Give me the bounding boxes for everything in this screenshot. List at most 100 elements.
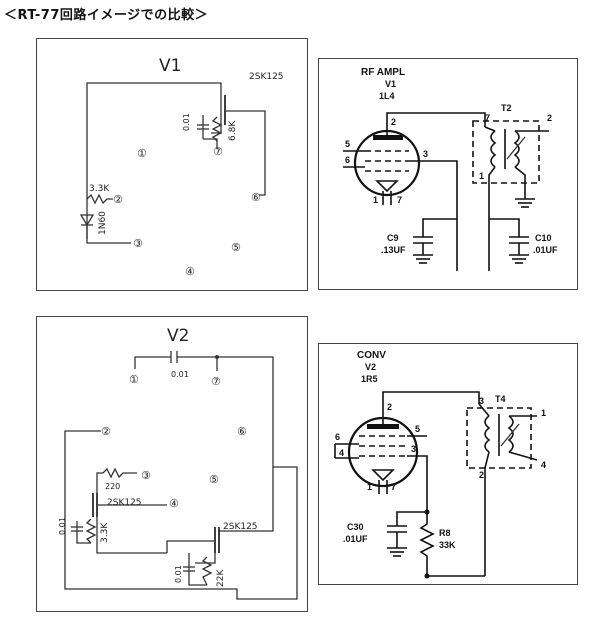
conv-tube-filament [371, 469, 395, 482]
rf-tube-plate [373, 135, 403, 140]
v2-cap-a-label: 0.01 [58, 517, 67, 535]
conv-r8-label: R8 [439, 528, 451, 538]
conv-t4-secondary [507, 415, 514, 453]
v1-panel: V1 2SK125 0.01 6.8K 3.3K 1N60 ① ② ③ ④ ⑤ … [36, 38, 308, 291]
v2-res-a [85, 518, 97, 544]
v2-wire-top-right [177, 356, 274, 467]
v1-resistor [211, 116, 223, 142]
v2-res-b [201, 556, 213, 586]
rf-c10-label: C10 [535, 233, 552, 243]
rf-pin-7: 7 [397, 195, 402, 205]
rf-wire-pin3 [409, 160, 458, 271]
conv-pin-6: 6 [335, 432, 340, 442]
v1-terminal-6: ⑥ [251, 191, 261, 204]
v2-fet-b-source [195, 553, 216, 564]
rf-t2-pin2: 2 [547, 113, 552, 123]
rf-pin-1: 1 [373, 195, 378, 205]
conv-wire-plate [382, 391, 480, 404]
v2-res-b-label: 22K [216, 569, 226, 587]
v2-junction [215, 355, 219, 359]
v2-terminal-1: ① [129, 373, 139, 386]
v1-diode-label: 1N60 [98, 211, 108, 235]
rf-pin-3: 3 [423, 149, 428, 159]
conv-t4-pin2: 2 [479, 470, 484, 480]
v1-diagram: V1 2SK125 0.01 6.8K 3.3K 1N60 ① ② ③ ④ ⑤ … [79, 56, 284, 278]
v2-terminal-2: ② [101, 425, 111, 438]
rf-ampl-title: RF AMPL [361, 67, 405, 78]
conv-pin-7: 7 [391, 482, 396, 492]
rf-c9-label: C9 [387, 233, 399, 243]
v2-res-a-label: 3.3K [100, 522, 110, 543]
rf-t2-pin7: 7 [485, 113, 490, 123]
conv-t4-pin1: 1 [541, 408, 546, 418]
rf-pin-2: 2 [391, 117, 396, 127]
v2-fet-b-drain [166, 540, 215, 553]
conv-t4-shield [466, 407, 532, 469]
v2-fet-a-source [96, 517, 167, 554]
rf-t2-tuning-arrow [506, 136, 526, 160]
rf-c9-value: .13UF [381, 245, 406, 255]
rf-t2-primary [490, 130, 497, 168]
v1-terminal-5: ⑤ [231, 241, 241, 254]
conv-pin-5: 5 [415, 424, 420, 434]
conv-t4-primary [484, 415, 491, 453]
conv-t4-out-4 [508, 451, 538, 461]
v1-wire-diode [86, 225, 131, 244]
rf-tube-envelope [353, 129, 421, 197]
v1-terminal-7: ⑦ [213, 145, 223, 158]
v2-res-220-label: 220 [105, 482, 120, 491]
rf-pin-6: 6 [345, 155, 350, 165]
conv-t4-pin3: 3 [479, 396, 484, 406]
rf-t2-secondary [513, 130, 520, 168]
v2-wire-left [64, 430, 101, 549]
rf-ampl-tube: V1 [385, 79, 396, 89]
v2-res-220 [96, 467, 137, 493]
conv-t4-tuning-arrow [500, 423, 520, 447]
v1-cap-label: 0.01 [182, 113, 191, 131]
v2-fet-b-rail [188, 553, 207, 586]
v1-res-in-label: 3.3K [89, 184, 110, 194]
rf-ampl-diagram: RF AMPL V1 1L4 2 3 5 6 1 7 T2 7 2 1 [343, 67, 558, 271]
v2-wire-bottom [64, 466, 298, 600]
v1-terminal-3: ③ [133, 237, 143, 250]
v1-wire-gate [225, 110, 266, 196]
conv-t4-pin4: 4 [541, 460, 546, 470]
v1-res-src-label: 6.8K [228, 120, 238, 141]
conv-pin-2: 2 [387, 402, 392, 412]
v2-terminal-5: ⑤ [209, 473, 219, 486]
rf-t2-gnd-lead [514, 166, 526, 199]
v2-cap-b-label: 0.01 [174, 565, 183, 583]
conv-panel: CONV V2 1R5 2 5 3 6 4 1 7 T4 3 1 2 4 [318, 343, 578, 585]
v2-fet-a-label: 2SK125 [107, 498, 142, 508]
conv-r8-value: 33K [439, 540, 456, 550]
conv-t4-label: T4 [495, 394, 506, 404]
conv-diagram: CONV V2 1R5 2 5 3 6 4 1 7 T4 3 1 2 4 [334, 350, 546, 579]
v2-cap-label: 0.01 [171, 370, 189, 379]
v1-diode [79, 214, 95, 227]
rf-t2-return [488, 166, 496, 271]
rf-wire-plate [386, 112, 486, 127]
page-title: ＜RT-77回路イメージでの比較＞ [4, 8, 209, 23]
conv-wire-c30 [396, 511, 427, 526]
conv-tube: V2 [365, 362, 376, 372]
conv-c30-label: C30 [347, 522, 364, 532]
conv-r8 [419, 512, 435, 576]
rf-t2-pin1: 1 [479, 171, 484, 181]
v1-fet-label: 2SK125 [249, 72, 284, 82]
v1-terminal-4: ④ [185, 265, 195, 278]
conv-tube-plate [367, 424, 399, 429]
conv-c30-value: .01UF [343, 534, 368, 544]
rf-ampl-tube-type: 1L4 [379, 91, 395, 101]
v2-wire-top-left [134, 356, 171, 369]
rf-t2-primary-lead [484, 126, 496, 132]
rf-t2-label: T2 [501, 103, 512, 113]
rf-c10-value: .01UF [533, 245, 558, 255]
v2-diagram: V2 0.01 ① ② ③ ④ ⑤ ⑥ ⑦ 220 2SK125 0.01 3.… [58, 326, 298, 600]
v2-terminal-7: ⑦ [211, 375, 221, 388]
rf-ampl-panel: RF AMPL V1 1L4 2 3 5 6 1 7 T2 7 2 1 [318, 58, 578, 290]
v2-wire-right [219, 467, 274, 532]
conv-pin-1: 1 [367, 482, 372, 492]
rf-t2-shield [472, 120, 540, 184]
v2-terminal-6: ⑥ [237, 425, 247, 438]
conv-wire-pin3 [407, 455, 428, 512]
